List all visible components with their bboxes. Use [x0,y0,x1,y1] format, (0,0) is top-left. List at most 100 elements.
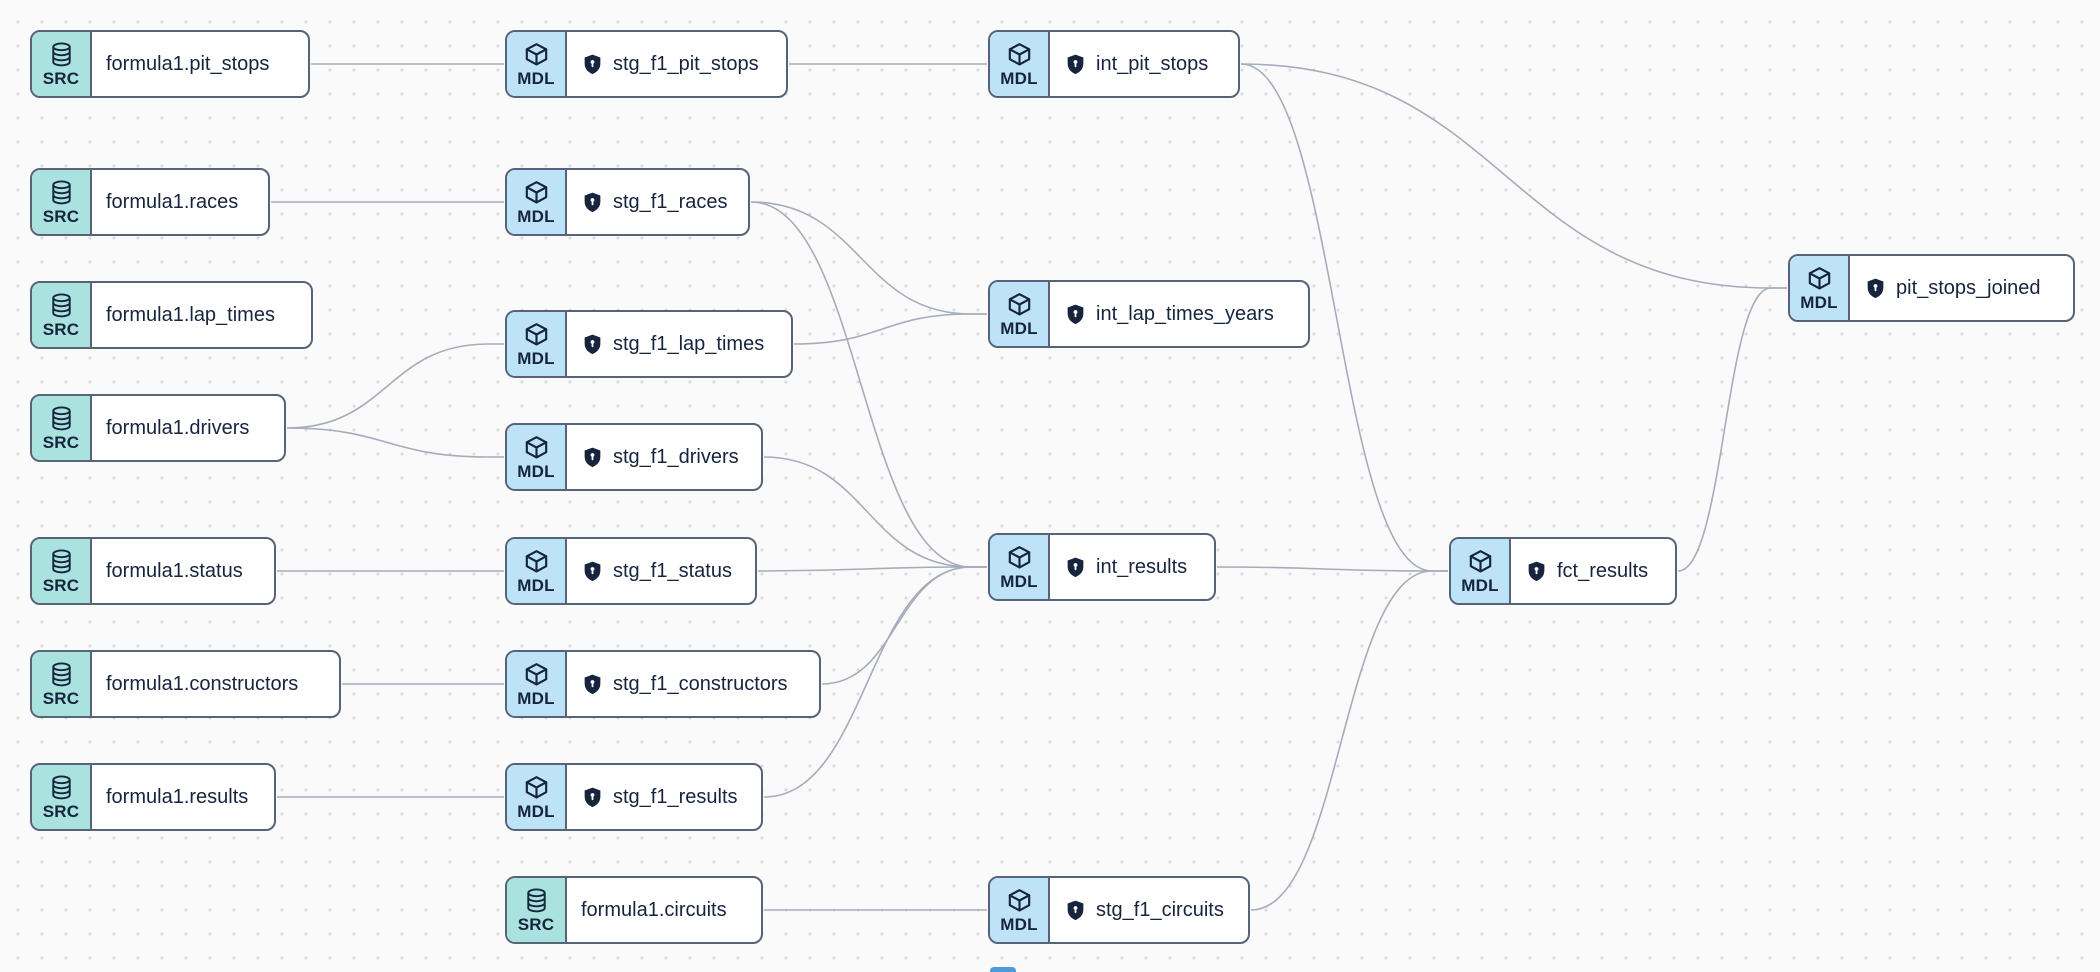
node-label: int_pit_stops [1096,53,1209,75]
shield-icon [1064,899,1087,922]
shield-icon [581,333,604,356]
model-cube-icon [1006,291,1033,318]
model-cube-icon [1467,548,1494,575]
node-stg_f1_pit_stops[interactable]: MDL stg_f1_pit_stops [505,30,788,98]
mdl-type-badge: MDL [507,32,567,96]
type-badge-label: MDL [517,576,555,595]
node-body: int_lap_times_years [1050,282,1308,346]
model-cube-icon [523,774,550,801]
src-type-badge: SRC [32,765,92,829]
src-type-badge: SRC [32,170,92,234]
node-label: formula1.drivers [106,417,250,439]
type-badge-label: MDL [1000,69,1038,88]
node-body: formula1.constructors [92,652,339,716]
edge-int_results-to-fct_results [1216,566,1448,572]
model-cube-icon [523,548,550,575]
node-body: pit_stops_joined [1850,256,2073,320]
type-badge-label: MDL [517,207,555,226]
node-body: stg_f1_races [567,170,748,234]
model-cube-icon [523,661,550,688]
edge-fct_results-to-pit_stops_joined [1677,287,1787,572]
edge-src_drivers-to-stg_f1_drivers [286,427,504,458]
node-label: int_results [1096,556,1188,578]
node-stg_f1_lap_times[interactable]: MDL stg_f1_lap_times [505,310,793,378]
mdl-type-badge: MDL [990,32,1050,96]
mdl-type-badge: MDL [990,282,1050,346]
edge-stg_f1_lap_times-to-int_lap_times_years [793,313,987,345]
node-int_lap_times_years[interactable]: MDL int_lap_times_years [988,280,1310,348]
shield-icon [581,786,604,809]
shield-icon [1864,277,1887,300]
node-label: stg_f1_constructors [613,673,788,695]
node-stg_f1_races[interactable]: MDL stg_f1_races [505,168,750,236]
node-body: formula1.status [92,539,274,603]
node-label: stg_f1_lap_times [613,333,765,355]
shield-icon [581,53,604,76]
node-pit_stops_joined[interactable]: MDL pit_stops_joined [1788,254,2075,322]
node-int_results[interactable]: MDL int_results [988,533,1216,601]
mdl-type-badge: MDL [507,312,567,376]
mdl-type-badge: MDL [990,535,1050,599]
src-type-badge: SRC [32,32,92,96]
edge-int_pit_stops-to-fct_results [1240,63,1448,572]
node-int_pit_stops[interactable]: MDL int_pit_stops [988,30,1240,98]
type-badge-label: SRC [42,320,80,339]
mdl-type-badge: MDL [1790,256,1850,320]
shield-icon [1064,53,1087,76]
shield-icon [1525,560,1548,583]
database-icon [48,661,75,688]
type-badge-label: SRC [42,802,80,821]
node-label: stg_f1_pit_stops [613,53,759,75]
node-label: pit_stops_joined [1896,277,2041,299]
node-label: formula1.results [106,786,249,808]
node-body: int_pit_stops [1050,32,1238,96]
shield-icon [581,191,604,214]
shield-icon [1064,303,1087,326]
model-cube-icon [523,434,550,461]
shield-icon [1064,556,1087,579]
mdl-type-badge: MDL [990,878,1050,942]
database-icon [48,548,75,575]
edge-stg_f1_races-to-int_results [750,201,987,568]
database-icon [48,41,75,68]
node-label: fct_results [1557,560,1649,582]
type-badge-label: SRC [42,576,80,595]
type-badge-label: MDL [517,689,555,708]
edge-stg_f1_drivers-to-int_results [763,456,987,568]
edge-stg_f1_circuits-to-fct_results [1250,570,1448,911]
mdl-type-badge: MDL [507,170,567,234]
node-body: stg_f1_circuits [1050,878,1248,942]
edge-int_pit_stops-to-pit_stops_joined [1240,63,1787,289]
node-body: formula1.circuits [567,878,761,942]
mdl-type-badge: MDL [507,539,567,603]
edge-src_drivers-to-stg_f1_lap_times [286,343,504,429]
model-cube-icon [523,179,550,206]
node-src_status[interactable]: SRC formula1.status [30,537,276,605]
node-stg_f1_constructors[interactable]: MDL stg_f1_constructors [505,650,821,718]
edge-stg_f1_races-to-int_lap_times_years [750,201,987,315]
node-body: formula1.races [92,170,268,234]
database-icon [48,179,75,206]
type-badge-label: SRC [42,69,80,88]
node-label: int_lap_times_years [1096,303,1274,325]
node-body: stg_f1_constructors [567,652,819,716]
model-cube-icon [1006,544,1033,571]
node-src_results[interactable]: SRC formula1.results [30,763,276,831]
node-body: formula1.results [92,765,274,829]
clipped-node-top-edge [990,967,1016,972]
node-label: formula1.status [106,560,243,582]
database-icon [48,405,75,432]
